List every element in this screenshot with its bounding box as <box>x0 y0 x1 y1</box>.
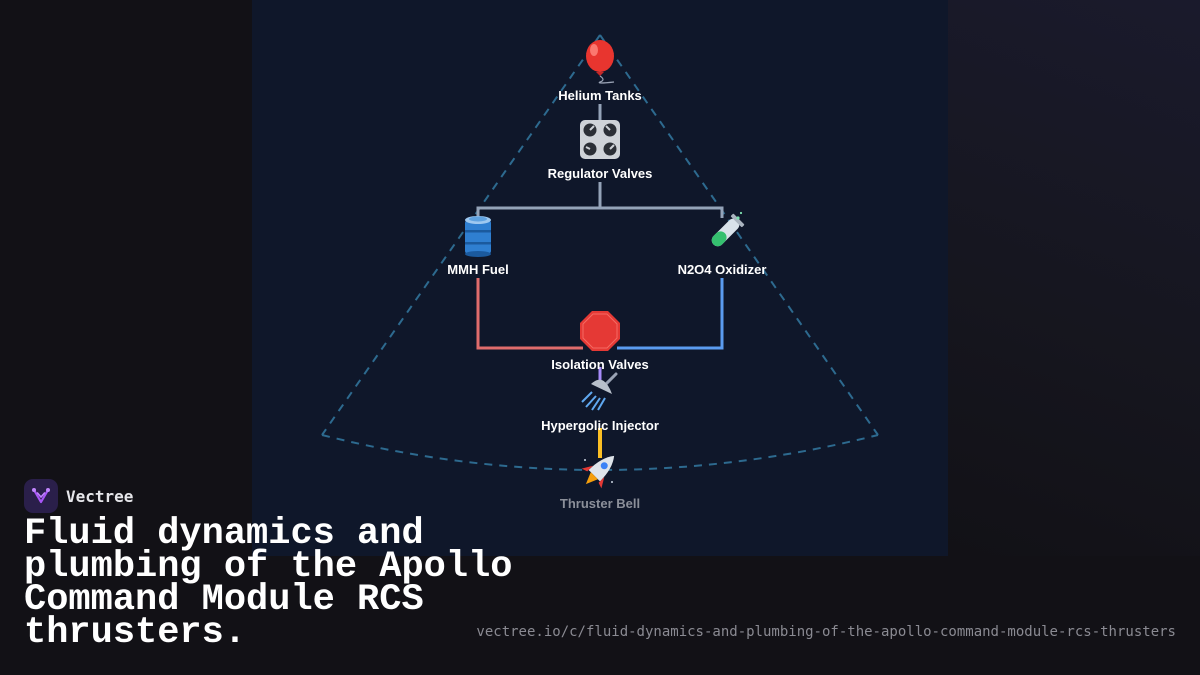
headline: Fluid dynamics and plumbing of the Apoll… <box>24 513 513 654</box>
node-label-thruster-bell: Thruster Bell <box>559 496 641 511</box>
stop-sign-icon <box>580 311 620 351</box>
node-label-regulator-valves: Regulator Valves <box>547 166 653 181</box>
test-tube-icon <box>711 211 745 247</box>
shower-head-icon <box>581 372 618 411</box>
connector-fuel-line <box>476 278 583 350</box>
node-label-n2o4-oxidizer: N2O4 Oxidizer <box>677 262 767 277</box>
brand: Vectree <box>24 479 133 513</box>
oil-drum-icon <box>465 216 491 257</box>
node-label-helium-tanks: Helium Tanks <box>558 88 642 103</box>
rocket-icon <box>581 455 615 489</box>
control-knobs-icon <box>580 120 620 159</box>
connector-regulator-split <box>476 182 724 218</box>
node-label-hypergolic-injector: Hypergolic Injector <box>541 418 659 433</box>
brand-name: Vectree <box>66 486 134 506</box>
vectree-logo-icon <box>24 479 58 513</box>
balloon-icon <box>586 40 615 84</box>
connector-oxidizer-line <box>617 278 724 350</box>
cone-outline <box>321 34 879 436</box>
page-url[interactable]: vectree.io/c/fluid-dynamics-and-plumbing… <box>476 624 1176 640</box>
node-label-isolation-valves: Isolation Valves <box>551 357 649 372</box>
node-label-mmh-fuel: MMH Fuel <box>447 262 509 277</box>
side-panel <box>948 0 1200 556</box>
cone-arc <box>321 434 879 471</box>
